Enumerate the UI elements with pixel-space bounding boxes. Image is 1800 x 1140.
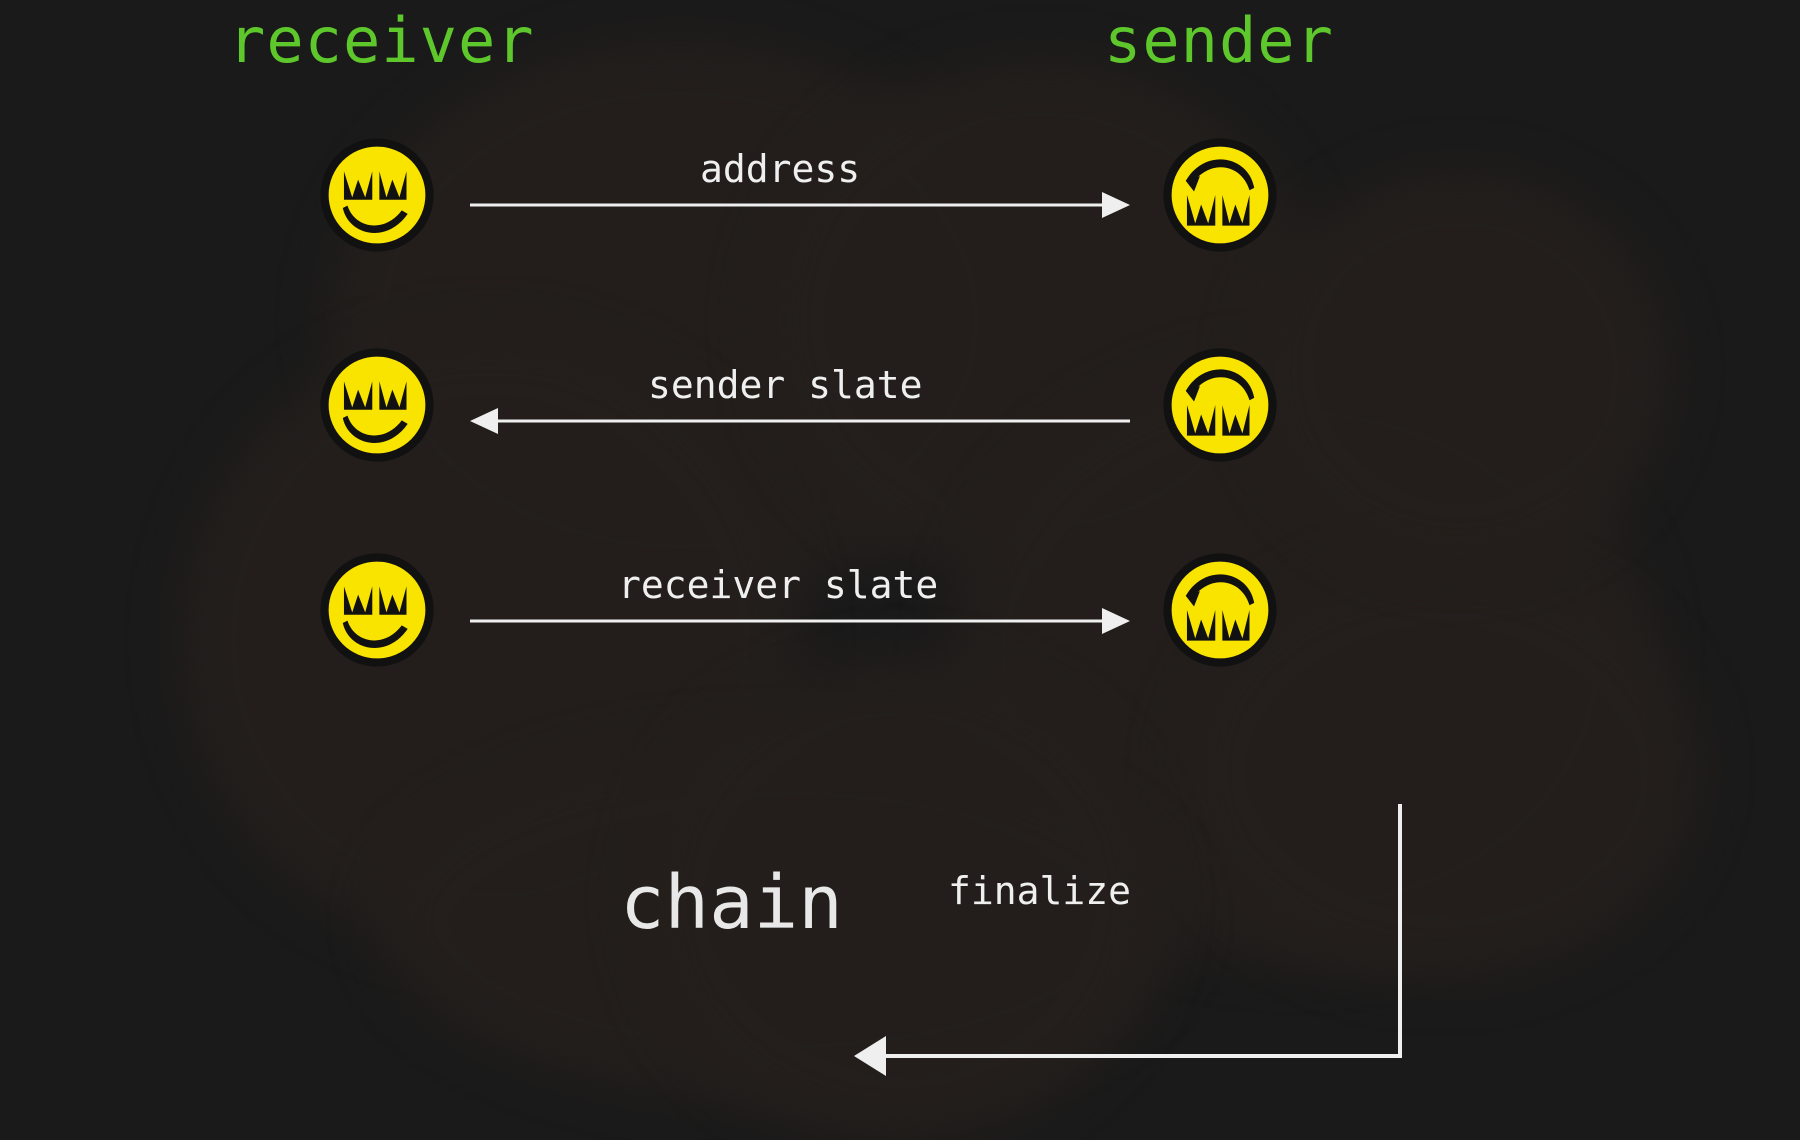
arrow-right-icon	[470, 192, 1130, 218]
node-sender-3[interactable]	[1161, 551, 1279, 669]
arrow-left-icon	[470, 408, 1130, 434]
flow-receiver-slate: receiver slate	[470, 566, 1130, 656]
flow-address: address	[470, 150, 1130, 240]
background-blob	[330, 40, 1030, 600]
node-receiver-3[interactable]	[318, 551, 436, 669]
finalize-connector	[854, 804, 1402, 1076]
node-sender-1[interactable]	[1161, 136, 1279, 254]
arrow-right-icon	[470, 608, 1130, 634]
mw-inverted-icon	[1163, 138, 1277, 252]
flow-label-sender-slate: sender slate	[648, 363, 923, 407]
column-header-receiver: receiver	[228, 4, 535, 77]
finalize-label: finalize	[948, 869, 1132, 913]
mw-smiley-icon	[320, 348, 434, 462]
node-receiver-2[interactable]	[318, 346, 436, 464]
arrow-left-icon	[854, 1036, 886, 1076]
mw-smiley-icon	[320, 138, 434, 252]
column-header-sender: sender	[1104, 4, 1334, 77]
chain-label: chain	[620, 860, 843, 946]
flow-label-address: address	[700, 147, 861, 191]
node-sender-2[interactable]	[1161, 346, 1279, 464]
mw-inverted-icon	[1163, 348, 1277, 462]
flow-sender-slate: sender slate	[470, 366, 1130, 456]
background-blob	[1250, 170, 1670, 570]
flow-label-receiver-slate: receiver slate	[618, 563, 939, 607]
mw-inverted-icon	[1163, 553, 1277, 667]
mw-smiley-icon	[320, 553, 434, 667]
node-receiver-1[interactable]	[318, 136, 436, 254]
